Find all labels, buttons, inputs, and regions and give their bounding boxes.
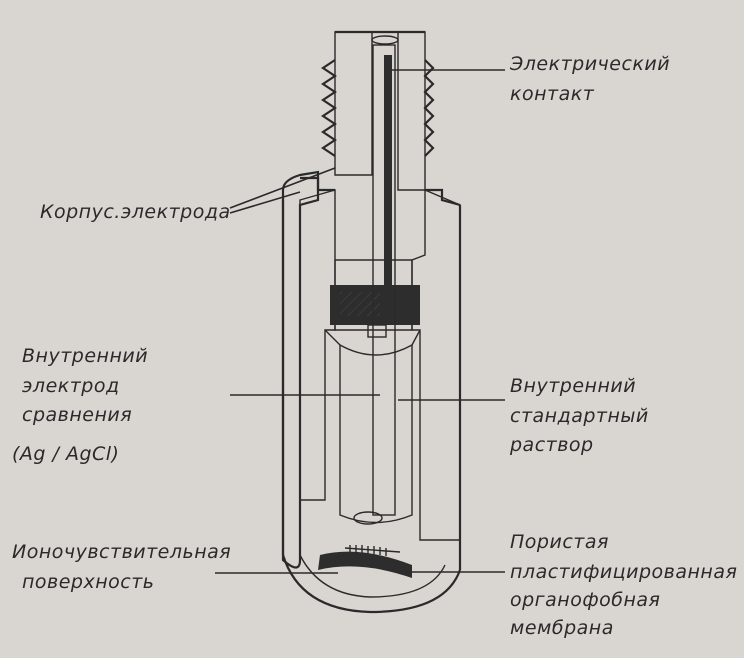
label-body: Корпус.электрода (40, 201, 231, 223)
inner-cavity (324, 259, 421, 524)
label-inner-solution: Внутренний стандартный раствор (509, 375, 649, 456)
label-membrane-line3: органофобная (510, 589, 660, 611)
label-ion-surface-line2: поверхность (22, 571, 155, 593)
leader-lines (215, 69, 505, 574)
label-membrane-line2: пластифицированная (510, 561, 737, 583)
label-inner-solution-line1: Внутренний (510, 375, 636, 397)
label-ion-surface: Ионочувствительная поверхность (12, 541, 231, 593)
label-inner-solution-line3: раствор (509, 434, 594, 456)
label-ion-surface-line1: Ионочувствительная (12, 541, 231, 563)
label-membrane-line1: Пористая (510, 531, 609, 553)
threaded-connector (321, 30, 435, 191)
label-inner-electrode-line4: (Ag / AgCl) (12, 443, 119, 465)
label-inner-electrode: Внутренний электрод сравнения (Ag / AgCl… (12, 345, 148, 465)
label-inner-electrode-line1: Внутренний (22, 345, 148, 367)
label-contact-line1: Электрический (509, 53, 670, 75)
label-inner-electrode-line2: электрод (22, 375, 120, 397)
membrane (318, 545, 412, 578)
label-body-line1: Корпус.электрода (40, 201, 231, 223)
label-contact-line2: контакт (510, 83, 595, 105)
electrode-body (281, 170, 462, 614)
label-membrane-line4: мембрана (510, 617, 614, 639)
label-contact: Электрический контакт (509, 53, 670, 105)
label-inner-electrode-line3: сравнения (22, 404, 132, 426)
label-membrane: Пористая пластифицированная органофобная… (510, 531, 737, 639)
inner-electrode-rod (353, 44, 396, 525)
label-inner-solution-line2: стандартный (510, 405, 649, 427)
